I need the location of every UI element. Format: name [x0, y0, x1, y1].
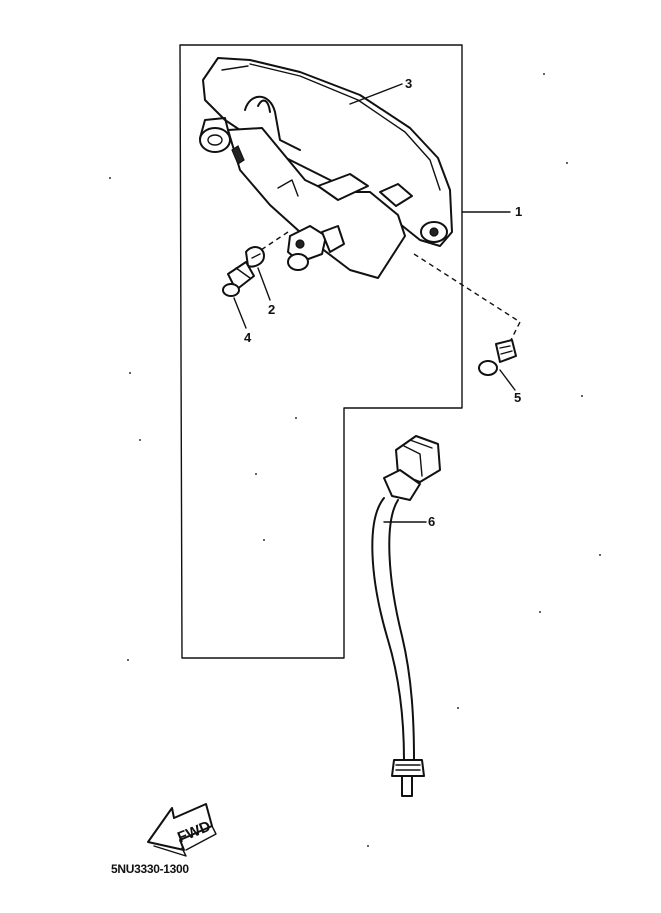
diagram-code: 5NU3330-1300 — [111, 862, 189, 876]
bulb-socket-part — [222, 261, 255, 297]
screw-dashed-path — [413, 253, 521, 347]
callout-2: 2 — [268, 302, 275, 317]
callout-4: 4 — [244, 330, 252, 345]
assembly-outline — [179, 44, 463, 659]
callout-1: 1 — [515, 204, 522, 219]
leader-4 — [233, 297, 247, 329]
print-specks — [109, 73, 601, 847]
callout-3: 3 — [405, 76, 412, 91]
speedometer-cable — [371, 435, 441, 797]
meter-housing — [199, 57, 453, 279]
leader-2 — [257, 267, 271, 301]
bulb-part — [245, 231, 289, 268]
screw-part — [478, 339, 517, 376]
leader-3 — [349, 83, 403, 105]
fwd-arrow-icon: FWD — [147, 803, 217, 857]
callout-6: 6 — [428, 514, 435, 529]
leader-5 — [499, 369, 516, 391]
callout-5: 5 — [514, 390, 521, 405]
